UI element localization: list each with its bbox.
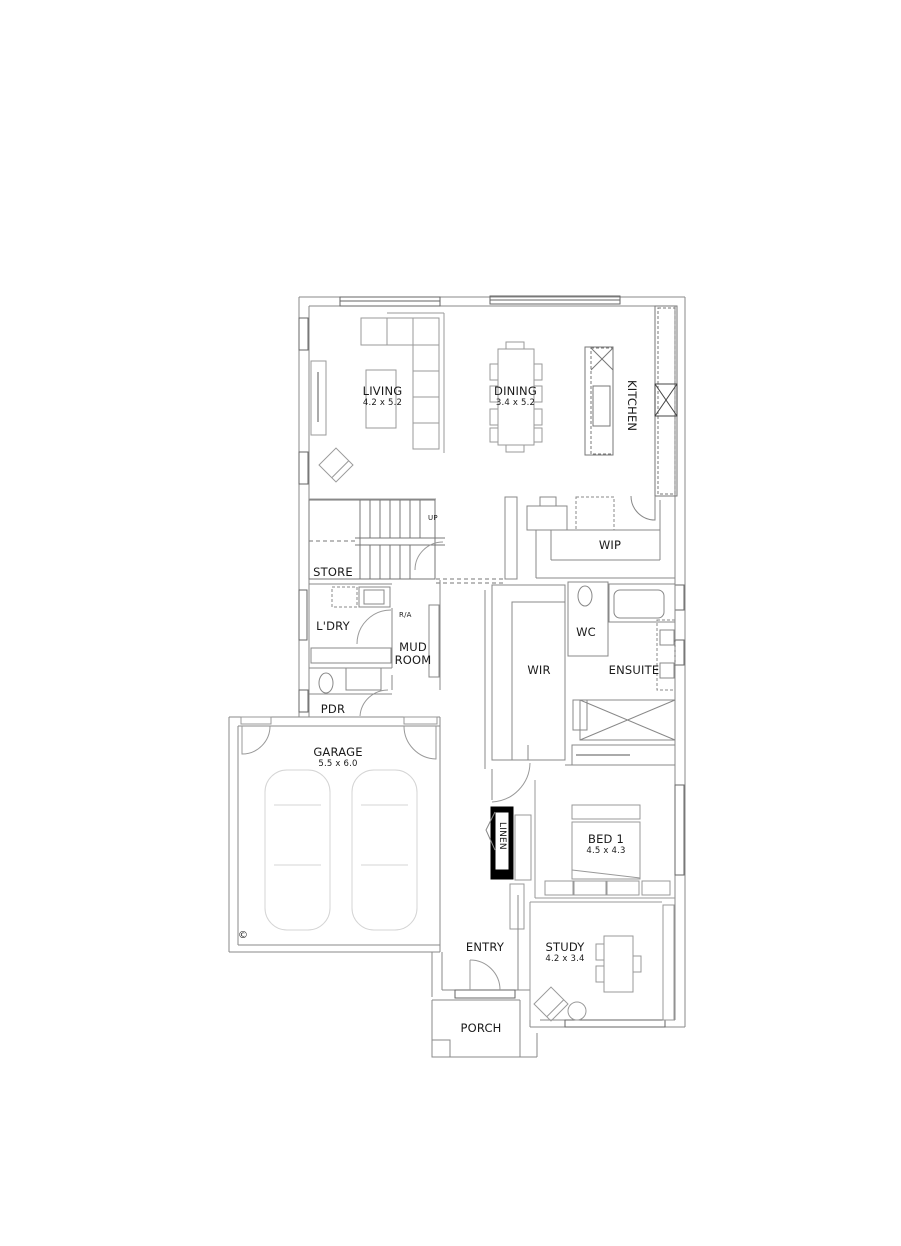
- room-name: ENSUITE: [608, 663, 660, 677]
- room-dims: 3.4 x 5.2: [495, 398, 536, 408]
- copyright-icon: ©: [238, 930, 249, 941]
- living-furniture: [309, 312, 445, 500]
- room-name: WIR: [527, 663, 551, 677]
- kitchen-joinery: [584, 305, 678, 521]
- room-name: L'DRY: [316, 619, 350, 633]
- room-name: WC: [576, 625, 596, 639]
- room-living: LIVING 4.2 x 5.2: [355, 385, 410, 409]
- room-name: STUDY: [545, 940, 585, 954]
- room-linen: LINEN: [497, 822, 507, 850]
- room-name: BED 1: [588, 832, 624, 846]
- room-wc: WC: [570, 626, 602, 639]
- room-name: KITCHEN: [625, 380, 639, 432]
- room-ensuite: ENSUITE: [606, 664, 662, 677]
- room-name: GARAGE: [313, 745, 363, 759]
- study-furniture: [509, 883, 675, 1022]
- room-dims: 5.5 x 6.0: [318, 759, 358, 769]
- room-dims: 4.2 x 3.4: [545, 954, 585, 964]
- stairs-up-label: UP: [428, 514, 438, 522]
- exterior-walls: [228, 296, 686, 1058]
- room-dims: 4.5 x 4.3: [586, 846, 626, 856]
- room-name: STORE: [313, 565, 353, 579]
- room-name-line2: ROOM: [394, 653, 432, 667]
- room-name: WIP: [598, 538, 622, 552]
- dining-furniture: [489, 341, 543, 453]
- room-name: DINING: [494, 384, 537, 398]
- laundry-mud-pdr: [309, 580, 441, 717]
- wip-joinery: [504, 496, 675, 580]
- room-garage: GARAGE 5.5 x 6.0: [303, 746, 373, 770]
- room-wir: WIR: [523, 664, 555, 677]
- hall-walls: [484, 590, 519, 990]
- room-dims: 4.2 x 5.2: [362, 398, 403, 408]
- room-entry: ENTRY: [462, 941, 508, 954]
- room-name: LIVING: [362, 384, 403, 398]
- room-dining: DINING 3.4 x 5.2: [488, 385, 543, 409]
- garage-details: [240, 716, 438, 931]
- ensuite-wir-joinery: [491, 581, 676, 766]
- room-name: PORCH: [460, 1021, 502, 1035]
- windows: [298, 295, 685, 1028]
- room-mudroom: MUD ROOM: [393, 641, 433, 667]
- room-name: ENTRY: [465, 940, 505, 954]
- entry-door: [469, 959, 501, 991]
- bed1-furniture: [491, 762, 675, 899]
- room-name: PDR: [320, 702, 346, 716]
- room-name-line1: MUD: [399, 640, 427, 654]
- room-kitchen: KITCHEN: [625, 380, 639, 432]
- room-porch: PORCH: [455, 1022, 507, 1035]
- stairs: [308, 499, 505, 584]
- room-wip: WIP: [590, 539, 630, 552]
- linen-cupboard: [485, 806, 514, 880]
- room-bed1: BED 1 4.5 x 4.3: [580, 833, 632, 857]
- room-store: STORE: [313, 566, 353, 579]
- return-air-label: R/A: [399, 611, 412, 619]
- room-pdr: PDR: [316, 703, 350, 716]
- room-study: STUDY 4.2 x 3.4: [542, 941, 588, 965]
- room-laundry: L'DRY: [313, 620, 353, 633]
